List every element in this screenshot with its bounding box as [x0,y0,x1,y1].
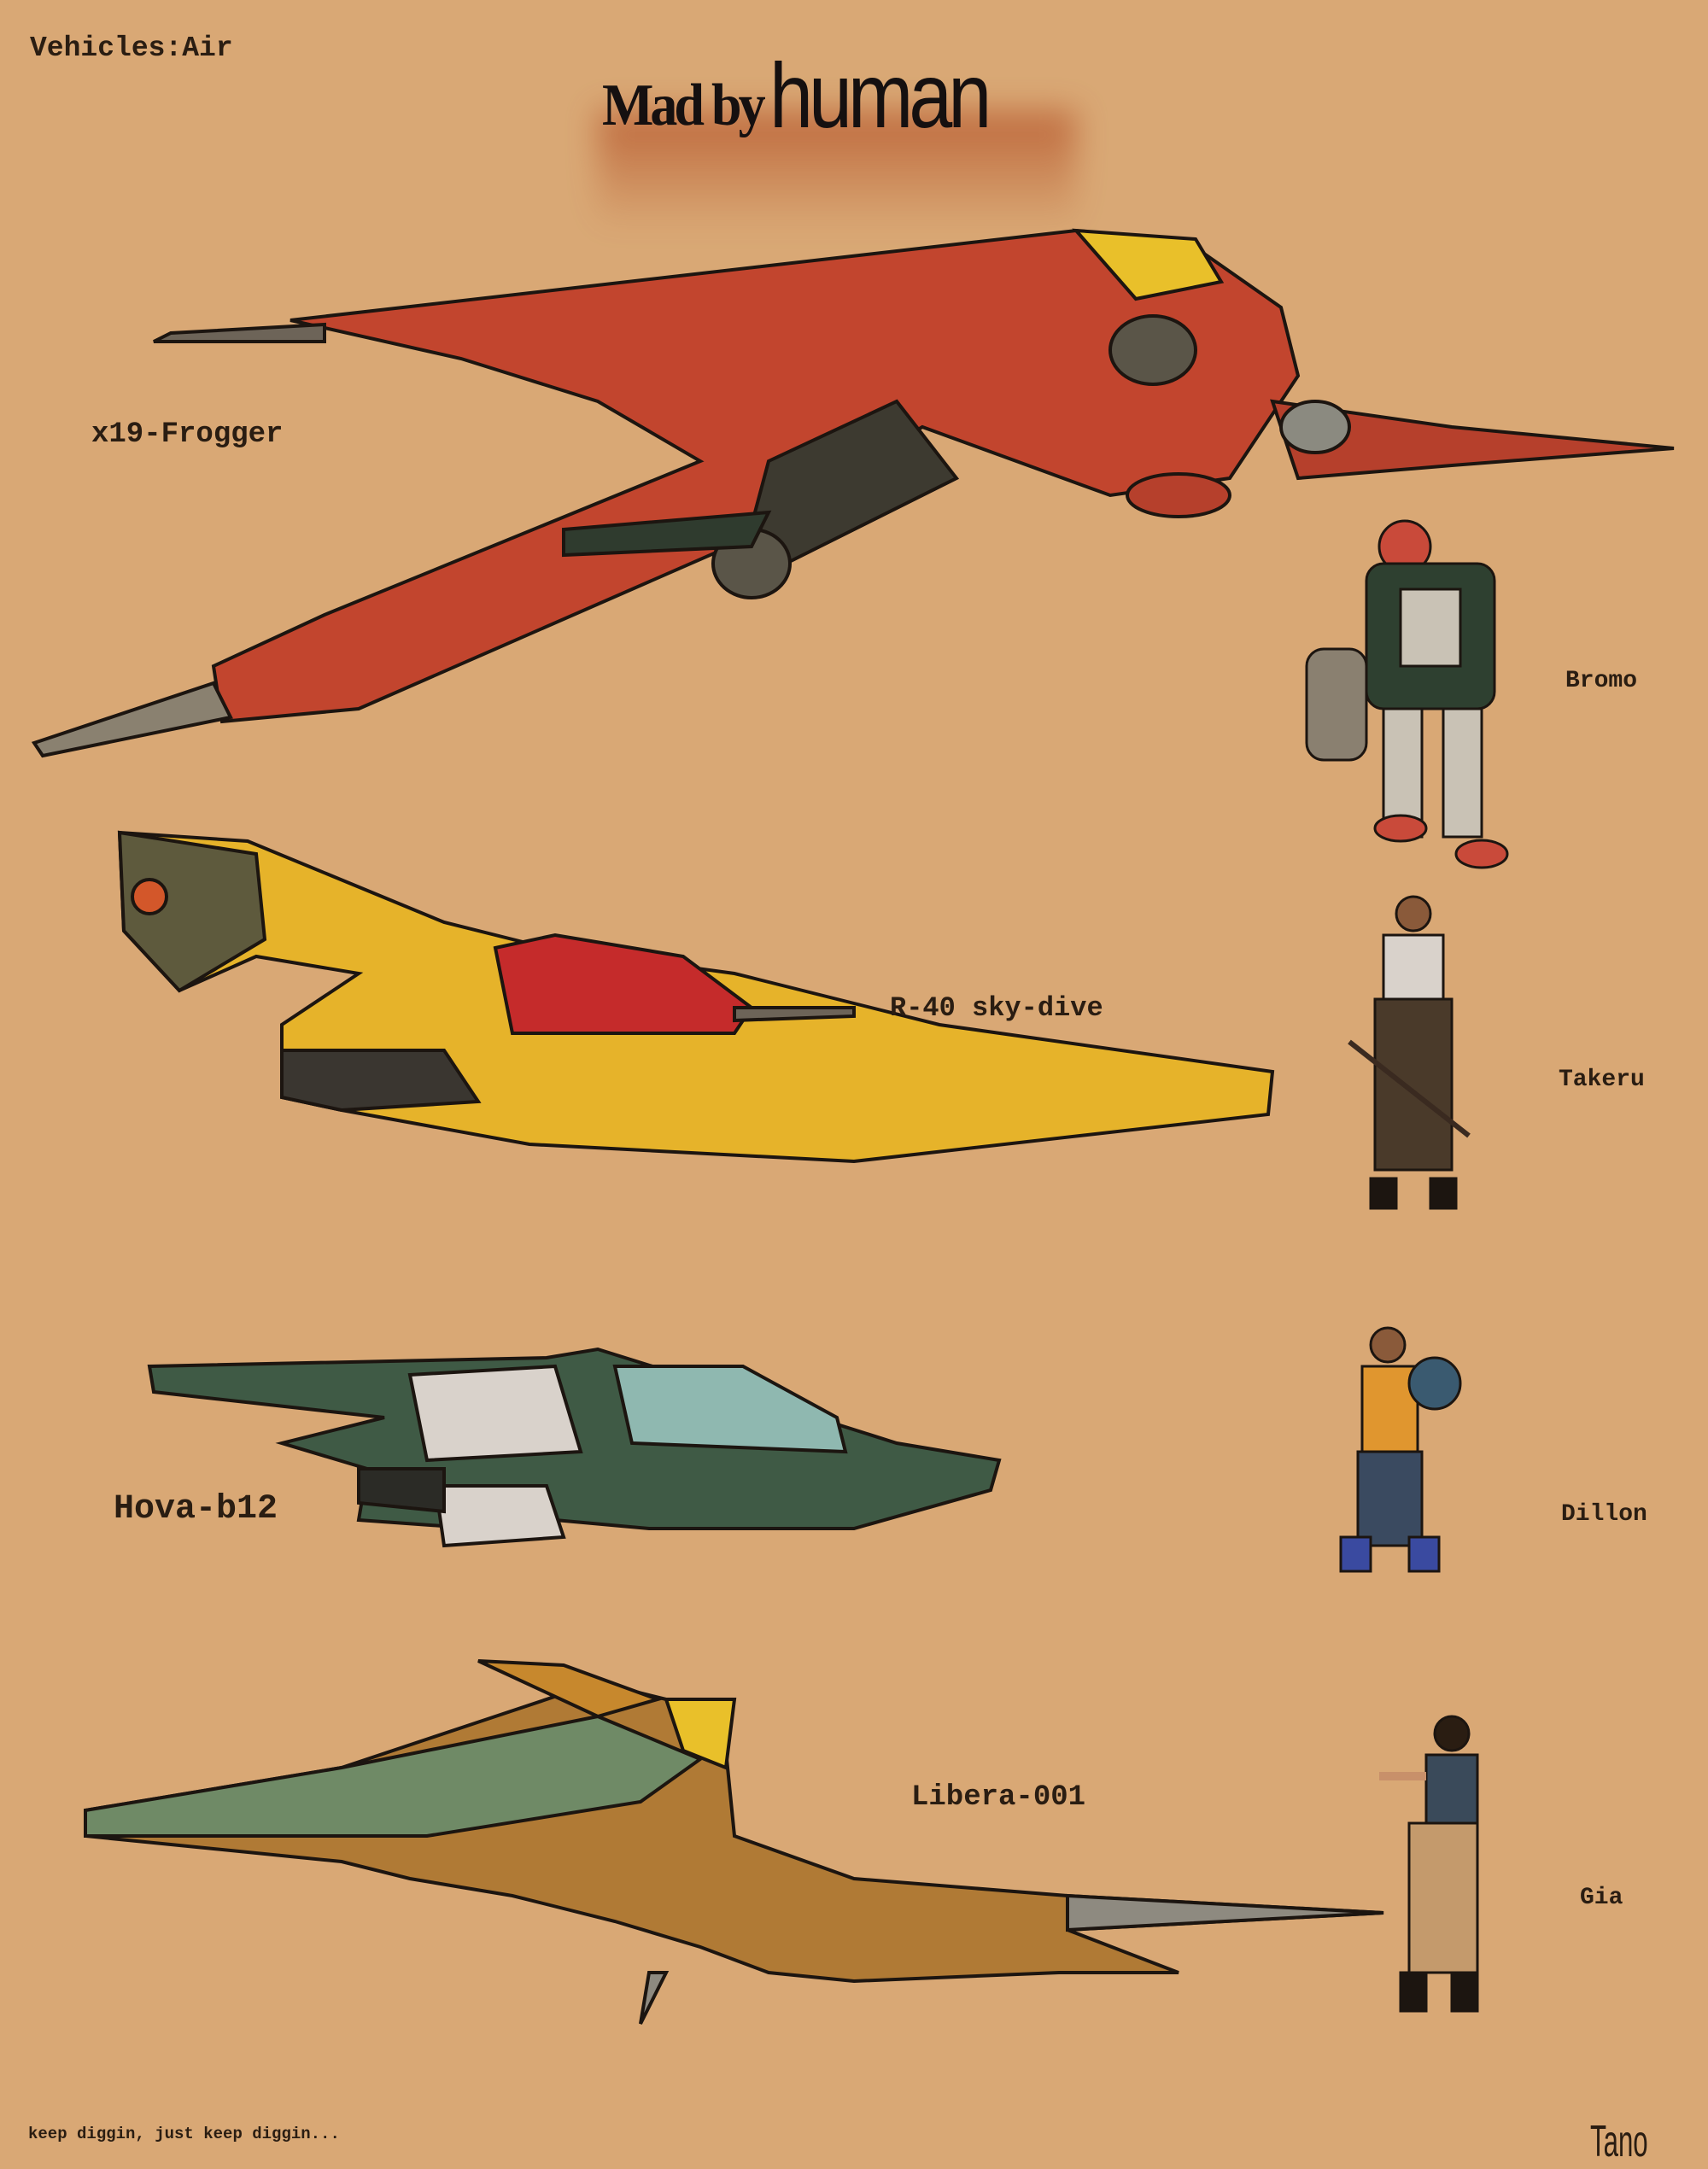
vehicle-label-libera-001: Libera-001 [911,1781,1086,1814]
vehicle-x19-frogger [31,228,1675,758]
category-title: Vehicles:Air [30,32,233,64]
vehicle-label-hova-b12: Hova-b12 [114,1490,278,1529]
character-takeru [1348,895,1471,1210]
character-bromo [1305,519,1509,869]
character-label-bromo: Bromo [1565,668,1638,694]
character-label-takeru: Takeru [1559,1067,1645,1093]
vehicle-label-r40-sky-dive: R-40 sky-dive [890,992,1103,1024]
character-gia [1379,1715,1479,2013]
logo-drip-effect [598,111,1076,231]
character-label-gia: Gia [1580,1885,1623,1911]
vehicle-hova-b12 [147,1347,1002,1548]
footer-tagline: keep diggin, just keep diggin... [28,2125,340,2143]
character-label-dillon: Dillon [1561,1501,1647,1528]
artist-signature: Tano [1590,2117,1648,2166]
vehicle-label-x19-frogger: x19-Frogger [91,418,284,451]
vehicle-r40-sky-dive [117,830,1275,1164]
character-dillon [1339,1326,1462,1573]
vehicle-libera-001 [84,1659,1384,2025]
